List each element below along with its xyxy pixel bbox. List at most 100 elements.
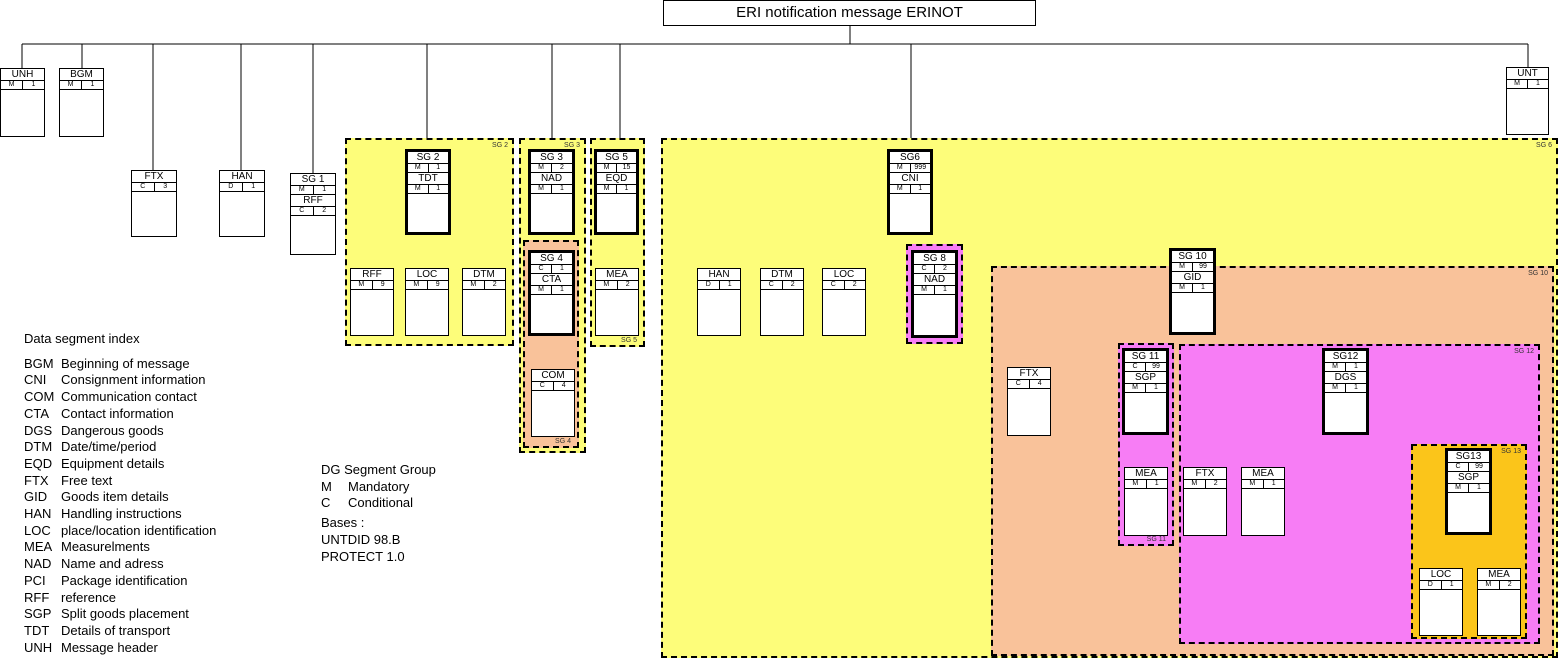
segment-index-item: TDT Details of transport xyxy=(24,623,216,640)
segment-index-item: SGP Split goods placement xyxy=(24,606,216,623)
segment-index-item: PCI Package identification xyxy=(24,573,216,590)
group-label-sg4: SG 4 xyxy=(555,438,571,445)
segment-index-desc: Equipment details xyxy=(61,455,165,471)
segment-index-item: DTM Date/time/period xyxy=(24,439,216,456)
segment-index-code: MEA xyxy=(24,539,53,555)
segment-index-code: PCI xyxy=(24,572,46,588)
group-label-sg2: SG 2 xyxy=(492,142,508,149)
segment-index-code: COM xyxy=(24,389,55,405)
segment-index-desc: Communication contact xyxy=(61,389,197,405)
segment-index-item: LOC place/location identification xyxy=(24,523,216,540)
segment-index-title: Data segment index xyxy=(24,331,140,346)
segment-index-desc: Dangerous goods xyxy=(61,422,164,438)
segment-index-code: HAN xyxy=(24,506,52,522)
segment-index-item: CNI Consignment information xyxy=(24,372,216,389)
segment-index-desc: Consignment information xyxy=(61,372,206,388)
group-label-sg11: SG 11 xyxy=(1146,536,1166,543)
segment-index-code: FTX xyxy=(24,472,49,488)
segment-index-item: RFF reference xyxy=(24,590,216,607)
segment-index-desc: reference xyxy=(61,589,116,605)
segment-index-desc: Date/time/period xyxy=(61,439,157,455)
segment-index-code: CTA xyxy=(24,405,50,421)
segment-index-legend: Data segment index BGM Beginning of messa… xyxy=(24,331,216,656)
segment-index-desc: Measurelments xyxy=(61,539,150,555)
segment-index-code: LOC xyxy=(24,522,51,538)
group-label-sg6: SG 6 xyxy=(1536,142,1552,149)
bases-label: Bases : xyxy=(321,515,365,531)
group-label-sg10: SG 10 xyxy=(1528,270,1548,277)
group-label-sg3: SG 3 xyxy=(564,142,580,149)
segment-index-item: GID Goods item details xyxy=(24,489,216,506)
base-protect: PROTECT 1.0 xyxy=(321,548,405,564)
key-segment-group: DG Segment Group xyxy=(321,462,436,477)
segment-index-item: NAD Name and adress xyxy=(24,556,216,573)
segment-index-code: SGP xyxy=(24,606,52,622)
segment-index-code: DTM xyxy=(24,439,53,455)
group-label-sg5: SG 5 xyxy=(621,337,637,344)
segment-index-desc: Package identification xyxy=(61,572,188,588)
segment-index-item: CTA Contact information xyxy=(24,406,216,423)
segment-index-item: EQD Equipment details xyxy=(24,456,216,473)
group-label-sg13: SG 13 xyxy=(1501,448,1521,455)
segment-index-code: RFF xyxy=(24,589,50,605)
segment-index-code: NAD xyxy=(24,556,52,572)
segment-index-desc: Beginning of message xyxy=(61,355,190,371)
segment-index-desc: Contact information xyxy=(61,405,174,421)
segment-index-desc: Message header xyxy=(61,639,158,655)
segment-index-item: COM Communication contact xyxy=(24,389,216,406)
segment-index-desc: Name and adress xyxy=(61,556,164,572)
segment-index-desc: Details of transport xyxy=(61,622,171,638)
segment-index-desc: Handling instructions xyxy=(61,506,182,522)
segment-index-code: GID xyxy=(24,489,48,505)
segment-index-code: CNI xyxy=(24,372,47,388)
segment-index-item: UNH Message header xyxy=(24,640,216,657)
segment-index-item: HAN Handling instructions xyxy=(24,506,216,523)
segment-index-item: BGM Beginning of message xyxy=(24,356,216,373)
segment-index-code: EQD xyxy=(24,455,53,471)
group-label-sg12: SG 12 xyxy=(1514,348,1534,355)
segment-index-desc: Split goods placement xyxy=(61,606,189,622)
segment-index-item: DGS Dangerous goods xyxy=(24,423,216,440)
segment-index-code: BGM xyxy=(24,355,54,371)
message-title: ERI notification message ERINOT xyxy=(663,0,1036,26)
segment-index-code: DGS xyxy=(24,422,53,438)
segment-index-desc: place/location identification xyxy=(61,522,217,538)
segment-index-code: TDT xyxy=(24,622,50,638)
segment-index-desc: Goods item details xyxy=(61,489,169,505)
segment-index-code: UNH xyxy=(24,639,53,655)
